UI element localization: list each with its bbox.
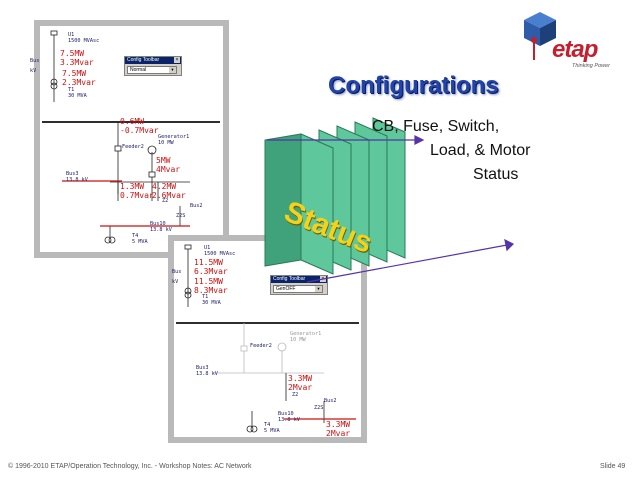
close-icon[interactable]: × <box>174 57 180 63</box>
bus2-label: Bus2 <box>324 398 337 404</box>
z2s-label: Z2S <box>314 405 324 411</box>
kv-label: kV <box>30 68 37 74</box>
feeder-flow-mvar: -0.7Mvar <box>120 126 159 135</box>
xfmr-name: T1 <box>68 87 75 93</box>
top-flow-mw: 7.5MW <box>60 49 85 58</box>
status-stack-graphic <box>264 117 515 283</box>
bus10-kv: 13.8 kV <box>150 227 172 233</box>
bottom-arrow-line <box>306 244 508 283</box>
top-flow-mw: 11.5MW <box>194 258 223 267</box>
utility-rating: 1500 MVAsc <box>204 251 236 257</box>
feeder-name: Feeder2 <box>250 343 272 349</box>
bus3-kv: 13.8 kV <box>196 371 218 377</box>
bottom-flow-mw: 3.3MW <box>326 420 351 429</box>
arrows <box>267 135 515 283</box>
bus3-flow-mw: 3.3MW <box>288 374 313 383</box>
utility-name: U1 <box>204 245 211 251</box>
config-select[interactable]: Normal ▼ <box>127 66 177 74</box>
chevron-down-icon[interactable]: ▼ <box>315 286 322 292</box>
bus-label: Bus <box>30 58 40 64</box>
xfmr-flow-mvar: 8.3Mvar <box>194 286 228 295</box>
config-select-value: GenOFF <box>276 286 296 292</box>
z2-label: Z2 <box>162 198 169 204</box>
subtitle-line-2: Load, & Motor <box>430 142 531 159</box>
xfmr-rating: 30 MVA <box>68 93 87 99</box>
z2s-label: Z2S <box>176 213 186 219</box>
logo-cube-icon <box>524 12 556 60</box>
config-toolbar-title: Config Toolbar <box>125 57 181 64</box>
config-select[interactable]: GenOFF ▼ <box>273 285 323 293</box>
config-select-value: Normal <box>130 67 147 73</box>
t4-rating: 5 MVA <box>132 239 148 245</box>
generator-name: Generator1 <box>290 331 322 337</box>
bus3-flow-a-mw: 1.3MW <box>120 182 145 191</box>
bus3-kv: 13.8 kV <box>66 177 88 183</box>
bus2-label: Bus2 <box>190 203 203 209</box>
config-toolbar-title: Config Toolbar <box>271 276 327 283</box>
slide-number: Slide 49 <box>600 463 626 470</box>
bus10-name: Bus10 <box>278 411 294 417</box>
kv-label: kV <box>172 279 179 285</box>
z2-label: Z2 <box>292 392 299 398</box>
bus3-flow-a-mvar: 0.7Mvar <box>120 191 154 200</box>
subtitle-line-3: Status <box>473 166 519 183</box>
bottom-flow-mvar: 2Mvar <box>326 429 351 438</box>
subtitle-line-1: CB, Fuse, Switch, <box>372 118 500 135</box>
bus3-name: Bus3 <box>196 365 209 371</box>
slide-heading: Configurations <box>328 72 499 99</box>
gen-flow-mvar: 4Mvar <box>156 165 181 174</box>
bus10-kv: 13.8 kV <box>278 417 300 423</box>
bus3-flow-b-mw: 4.2MW <box>152 182 177 191</box>
chevron-down-icon[interactable]: ▼ <box>169 67 176 73</box>
t4-rating: 5 MVA <box>264 428 280 434</box>
bus-label: Bus <box>172 269 182 275</box>
t4-name: T4 <box>264 422 271 428</box>
arrow-head-icon <box>414 135 425 145</box>
generator-name: Generator1 <box>158 134 190 140</box>
diagram-2-lines <box>176 244 359 433</box>
generator-rating: 10 MW <box>290 337 306 343</box>
logo-wordmark: etap <box>552 36 598 63</box>
bus3-flow-b-mvar: 2.6Mvar <box>152 191 186 200</box>
utility-name: U1 <box>68 32 75 38</box>
xfmr-flow-mw: 7.5MW <box>62 69 87 78</box>
top-flow-mvar: 6.3Mvar <box>194 267 228 276</box>
bus10-name: Bus10 <box>150 221 166 227</box>
stack-panels <box>264 117 406 275</box>
diagram-1-lines <box>42 30 220 244</box>
utility-rating: 1500 MVAsc <box>68 38 100 44</box>
xfmr-name: T1 <box>202 294 209 300</box>
xfmr-flow-mvar: 2.3Mvar <box>62 78 96 87</box>
gen-flow-mw: 5MW <box>156 156 171 165</box>
logo-tagline: Thinking Power <box>572 63 610 69</box>
config-toolbar[interactable]: Config Toolbar × Normal ▼ <box>124 56 182 76</box>
arrow-head-icon <box>504 238 515 252</box>
feeder-name: Feeder2 <box>122 144 144 150</box>
bus3-name: Bus3 <box>66 171 79 177</box>
footer-copyright: © 1996-2010 ETAP/Operation Technology, I… <box>8 463 252 470</box>
one-line-diagram-normal: U1 1500 MVAsc Bus kV 7.5MW 3.3Mvar 7.5MW… <box>30 20 229 258</box>
t4-name: T4 <box>132 233 139 239</box>
top-flow-mvar: 3.3Mvar <box>60 58 94 67</box>
bus3-flow-mvar: 2Mvar <box>288 383 313 392</box>
xfmr-flow-mw: 11.5MW <box>194 277 223 286</box>
xfmr-rating: 30 MVA <box>202 300 221 306</box>
generator-rating: 10 MW <box>158 140 174 146</box>
feeder-flow-mw: 0.6MW <box>120 117 145 126</box>
